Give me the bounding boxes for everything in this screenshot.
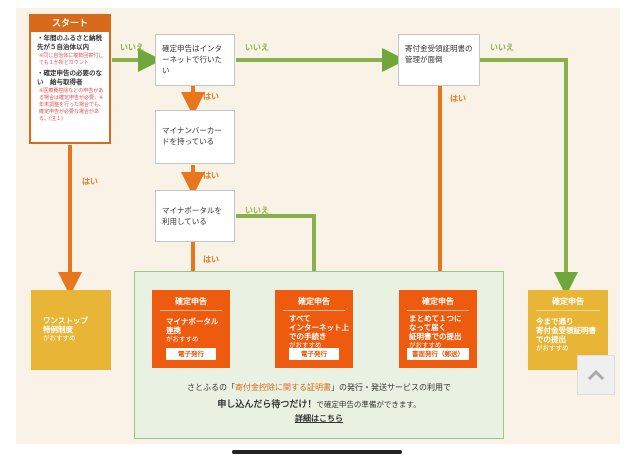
chevron-up-icon <box>587 369 605 381</box>
label-yes: はい <box>82 177 98 186</box>
promo-post: 」の発行・発送サービスの利用で <box>331 383 451 392</box>
label-no: いいえ <box>120 43 144 52</box>
details-link[interactable]: 詳細はこちら <box>295 414 343 423</box>
result-onestop: ワンストップ 特例制度 がおすすめ <box>31 290 111 370</box>
result-line3: 証明書での提出 <box>409 332 462 341</box>
question-mynaportal: マイナポータルを利用している <box>155 190 235 242</box>
result-sub: がおすすめ <box>536 344 569 352</box>
result-line2: なって届く <box>409 323 447 332</box>
result-title: 確定申告 <box>422 297 454 306</box>
title-divider <box>407 310 469 311</box>
result-line1: マイナポータル <box>166 317 219 326</box>
scroll-top-button[interactable] <box>577 355 615 395</box>
question-mynumber-text: マイナンバーカードを持っている <box>162 126 222 146</box>
result-title: 確定申告 <box>175 297 207 306</box>
result-title: 確定申告 <box>298 297 330 306</box>
result-line1: すべて <box>289 314 311 323</box>
question-certificate-text: 寄付金受領証明書の管理が面倒 <box>405 44 473 64</box>
result-line2: 連携 <box>166 326 181 335</box>
label-yes: はい <box>203 92 219 101</box>
result-line1: まとめて１つに <box>409 314 462 323</box>
arrow-q3-to-r2 <box>236 214 326 296</box>
label-no: いいえ <box>490 43 514 52</box>
result-mynaportal: 確定申告 マイナポータル 連携 がおすすめ 電子発行 <box>152 290 230 368</box>
electronic-tag: 電子発行 <box>289 348 339 360</box>
promo-line-2: 申し込んだら待つだけ！で確定申告の準備ができます。 <box>134 397 504 410</box>
promo-bold: 申し込んだら待つだけ！ <box>217 400 317 410</box>
result-internet: 確定申告 すべて インターネット上 での手続き がおすすめ 電子発行 <box>275 290 353 368</box>
result-sub: がおすすめ <box>289 341 322 349</box>
result-paper: 確定申告 まとめて１つに なって届く 証明書での提出 がおすすめ 書面発行（郵送… <box>399 290 477 368</box>
start-note-2: ※医療費控除などの申告がある場合は確定申告が必要。※年末調整を行った場合でも、確… <box>39 88 104 122</box>
onestop-line1: ワンストップ <box>43 316 88 325</box>
result-line3: での提出 <box>536 335 566 344</box>
arrow-q4-to-r4 <box>480 58 578 296</box>
result-line2: 寄付金受領証明書 <box>536 326 596 335</box>
label-yes: はい <box>203 255 219 264</box>
label-no: いいえ <box>245 206 269 215</box>
start-condition-2: ・確定申告の必要のない 給与取得者 <box>37 69 102 86</box>
promo-highlight: 寄付金控除に関する証明書 <box>235 383 331 392</box>
result-line2: インターネット上 <box>289 323 349 332</box>
promo-small: で確定申告の準備ができます。 <box>316 400 421 409</box>
label-yes: はい <box>203 171 219 180</box>
result-title: 確定申告 <box>552 297 584 306</box>
title-divider <box>160 310 222 311</box>
question-certificate: 寄付金受領証明書の管理が面倒 <box>398 34 480 86</box>
onestop-sub: がおすすめ <box>43 334 76 342</box>
electronic-tag: 電子発行 <box>166 348 216 360</box>
paper-tag: 書面発行（郵送） <box>407 348 469 360</box>
question-mynaportal-text: マイナポータルを利用している <box>162 206 222 226</box>
result-sub: がおすすめ <box>166 335 199 343</box>
result-line1: 今まで通り <box>536 317 574 326</box>
start-note-1: ※同じ自治体に複数回寄付しても１か所とカウント <box>39 53 104 66</box>
question-internet: 確定申告はインターネットで行いたい <box>155 34 235 86</box>
home-indicator <box>232 450 402 454</box>
result-line3: での手続き <box>289 332 327 341</box>
result-sub: がおすすめ <box>409 341 442 349</box>
start-condition-1: ・年間のふるさと納税 先が５自治体以内 <box>37 34 109 51</box>
title-divider <box>536 310 600 311</box>
label-yes: はい <box>450 94 466 103</box>
start-title: スタート <box>31 16 109 32</box>
title-divider <box>283 310 345 311</box>
promo-pre: さとふるの「 <box>187 383 235 392</box>
question-internet-text: 確定申告はインターネットで行いたい <box>162 44 222 75</box>
promo-line-1: さとふるの「寄付金控除に関する証明書」の発行・発送サービスの利用で <box>134 382 504 393</box>
promo-line-3: 詳細はこちら <box>134 413 504 424</box>
label-no: いいえ <box>245 43 269 52</box>
start-box: スタート ・年間のふるさと納税 先が５自治体以内 ※同じ自治体に複数回寄付しても… <box>29 14 111 144</box>
onestop-line2: 特例制度 <box>43 325 73 334</box>
question-mynumber-card: マイナンバーカードを持っている <box>155 110 235 164</box>
